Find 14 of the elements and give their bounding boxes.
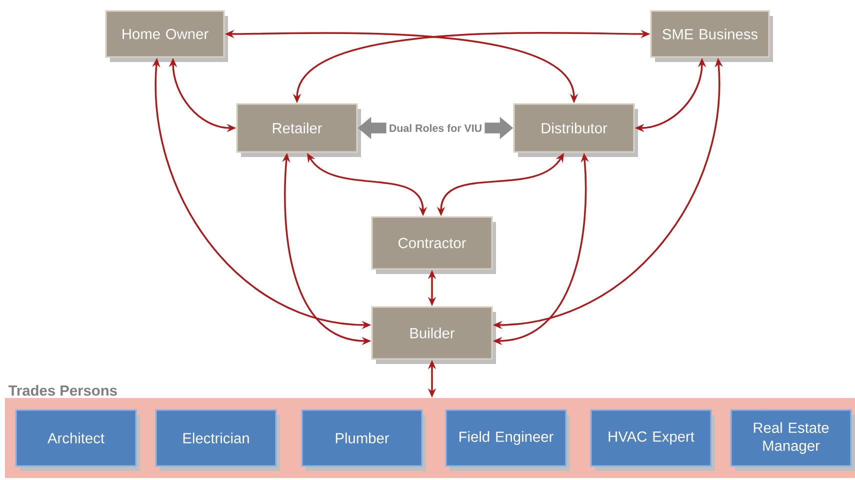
trade-box: Plumber: [301, 409, 426, 471]
edge-label: Dual Roles for VIU: [386, 121, 485, 135]
trade-box: Field Engineer: [445, 409, 570, 471]
trade-box: Architect: [15, 409, 140, 471]
role-box: Retailer: [236, 103, 361, 157]
trade-box: Electrician: [155, 409, 280, 471]
band-heading: Trades Persons: [8, 384, 117, 396]
role-box: Home Owner: [105, 10, 228, 62]
role-box: Contractor: [371, 216, 496, 274]
trade-box: Real Estate Manager: [730, 409, 855, 471]
role-box: Builder: [371, 306, 496, 364]
role-box: Distributor: [513, 103, 638, 157]
role-box: SME Business: [650, 10, 773, 62]
trade-box: HVAC Expert: [590, 409, 715, 471]
